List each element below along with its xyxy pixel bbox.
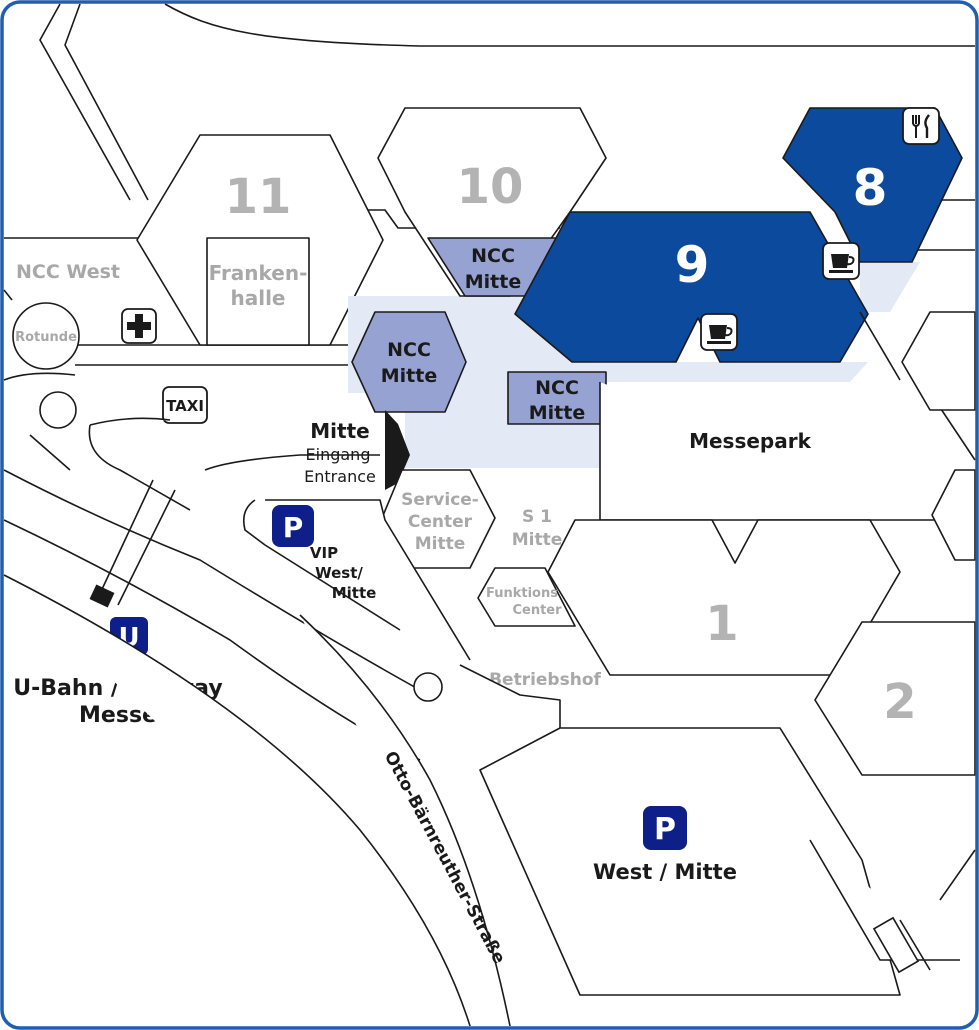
subway-entrance-marker: [89, 584, 115, 608]
service-center-label-1: Service-: [401, 490, 479, 510]
entrance-label-en: Entrance: [304, 467, 376, 486]
frankenhalle: [206, 237, 310, 346]
cafe-icon: [700, 313, 738, 351]
hall-8-number: 8: [853, 159, 888, 217]
cafe-icon: [822, 242, 860, 280]
hall-10-number: 10: [457, 159, 524, 215]
vip-label-2: West/: [315, 564, 363, 582]
main-parking-letter: P: [654, 812, 676, 847]
parking-west-mitte: [479, 727, 901, 996]
ncc-mitte-hex: [351, 311, 467, 413]
service-center-label-2: Center: [408, 512, 473, 532]
rotunde-building: [12, 302, 80, 370]
main-parking-icon: P: [643, 806, 687, 850]
messepark-label: Messepark: [689, 429, 812, 453]
ncc-mitte-hex-label-2: Mitte: [381, 365, 437, 387]
taxi-label: TAXI: [166, 397, 204, 415]
drop-off-loop: [3, 372, 380, 511]
vip-parking-icon: P: [272, 505, 314, 547]
service-center-label-3: Mitte: [415, 534, 466, 554]
plaza-east: [860, 262, 920, 312]
ncc-mitte-hex-label-1: NCC: [387, 339, 431, 361]
hall-2-number: 2: [883, 674, 916, 730]
ncc-mitte-box-label-1: NCC: [535, 377, 579, 399]
betriebshof-label: Betriebshof: [489, 670, 601, 690]
frankenhalle-label-1: Franken-: [209, 261, 308, 285]
ncc-west-label: NCC West: [16, 261, 120, 283]
vip-label-1: VIP: [310, 544, 338, 562]
s1-label-2: Mitte: [512, 530, 563, 550]
entrance-title: Mitte: [310, 419, 369, 443]
hall-1-number: 1: [705, 596, 738, 652]
hall-9-number: 9: [675, 236, 710, 294]
vip-parking-letter: P: [283, 511, 304, 544]
vip-parking-lane: [242, 499, 471, 661]
taxi-icon: TAXI: [162, 386, 208, 424]
north-west-road: [39, 3, 149, 201]
roundabout-west: [39, 391, 77, 429]
frankenhalle-label-2: halle: [230, 286, 285, 310]
street-curve-outer: [299, 614, 511, 1027]
roundabout-south: [413, 672, 443, 702]
funktions-center: [477, 567, 576, 627]
first-aid-icon: [121, 308, 157, 344]
funktions-center-label-1: Funktions: [486, 586, 558, 601]
entrance-label-de: Eingang: [306, 445, 371, 464]
rotunde-label: Rotunde: [15, 330, 77, 345]
east-building-1: [901, 311, 976, 411]
restaurant-icon: [902, 107, 940, 145]
street-curve-inner: [3, 574, 471, 1027]
south-east-gate: [872, 916, 920, 974]
hall-2: [814, 621, 976, 776]
main-parking-label: West / Mitte: [593, 860, 737, 884]
ncc-mitte-box-label-2: Mitte: [529, 402, 585, 424]
s1-label-1: S 1: [522, 507, 552, 527]
hall-1: [547, 519, 901, 676]
funktions-center-label-2: Center: [512, 603, 562, 618]
ncc-mitte-box: [507, 371, 607, 425]
east-building-2: [931, 469, 976, 561]
ncc-mitte-north-label-1: NCC: [471, 245, 515, 267]
vip-label-3: Mitte: [332, 584, 377, 602]
plaza-north: [600, 362, 868, 382]
hall-11-number: 11: [225, 169, 292, 225]
top-road: [164, 3, 975, 47]
west-road: [3, 237, 355, 366]
entrance-arrow-icon: [385, 410, 410, 490]
subway-passage: [96, 479, 176, 606]
ncc-mitte-north-label-2: Mitte: [465, 271, 521, 293]
